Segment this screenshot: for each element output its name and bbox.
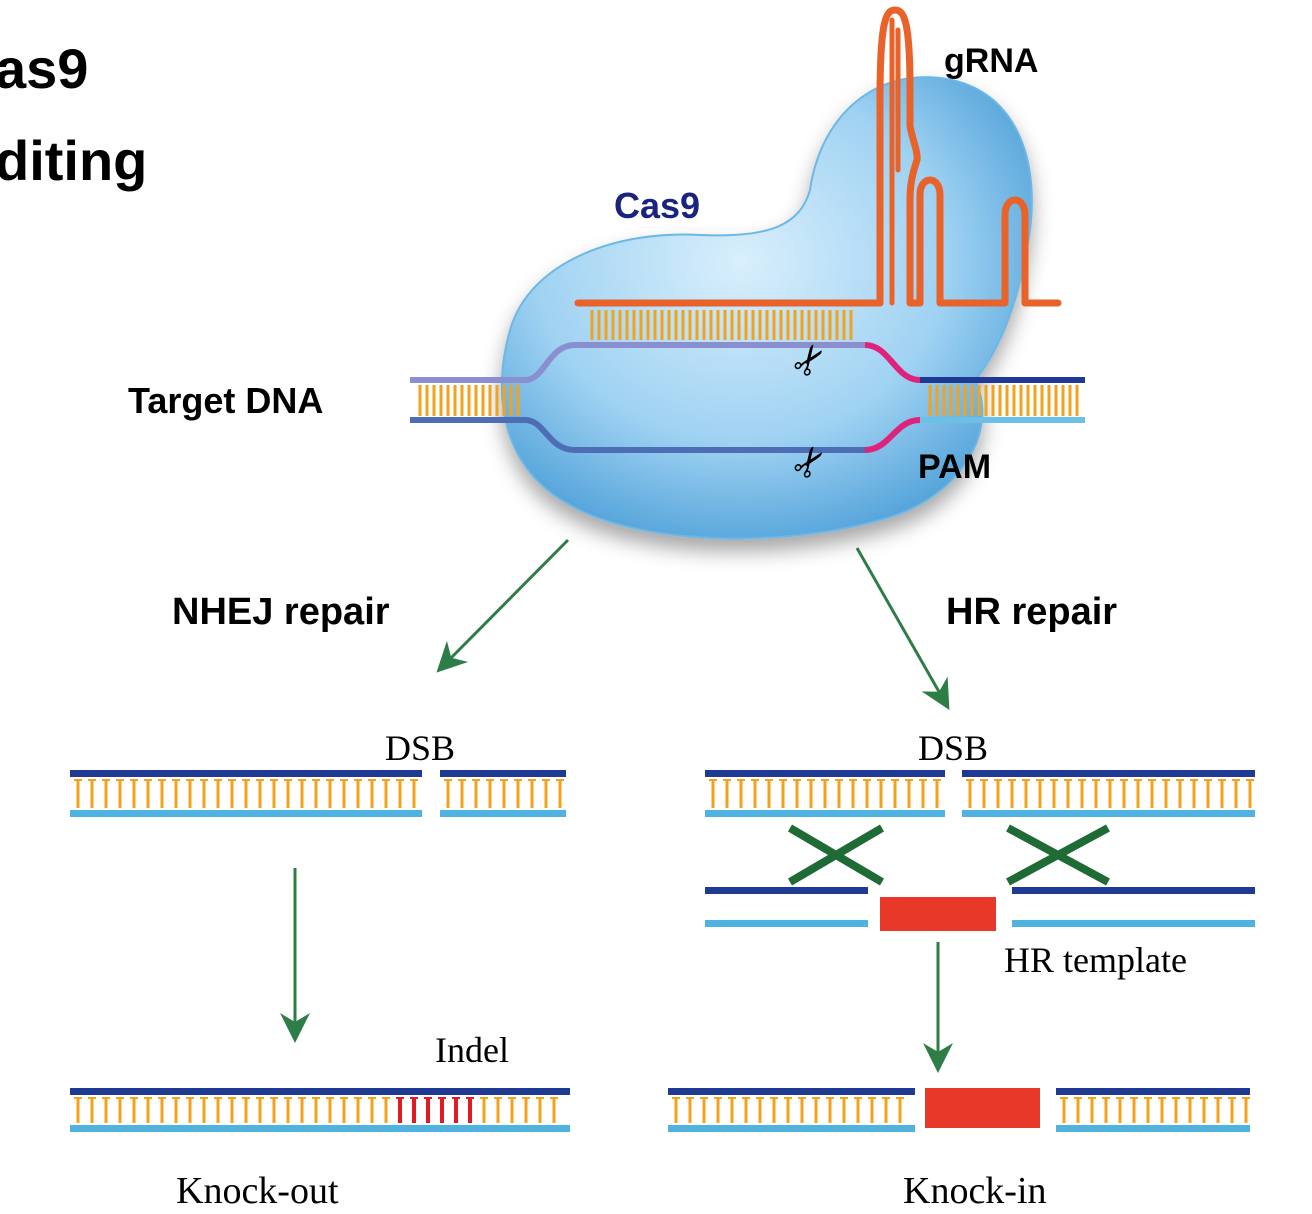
strand-top <box>70 770 422 777</box>
strand-top <box>1056 1088 1250 1095</box>
crossover-mark-left <box>787 824 885 886</box>
strand-bottom <box>705 920 868 927</box>
strand-top <box>1012 887 1255 894</box>
crossover-mark-right <box>1006 824 1110 886</box>
knock-in-right-segment <box>1056 1088 1250 1132</box>
hr-template-insert <box>880 897 996 931</box>
nhej-dsb-left-segment <box>70 770 422 817</box>
knock-out-strand <box>70 1088 570 1132</box>
strand-bottom <box>440 810 566 817</box>
hr-dsb-right-segment <box>962 770 1255 817</box>
strand-top <box>440 770 566 777</box>
strand-top <box>668 1088 915 1095</box>
strand-top <box>705 887 868 894</box>
hr-template-right <box>1012 887 1255 927</box>
strand-bottom <box>668 1125 915 1132</box>
knock-in-left-segment <box>668 1088 915 1132</box>
strand-top <box>705 770 945 777</box>
strand-bottom <box>70 810 422 817</box>
strand-bottom <box>962 810 1255 817</box>
strand-top <box>962 770 1255 777</box>
knock-in-label: Knock-in <box>903 1170 1047 1212</box>
strand-bottom <box>705 810 945 817</box>
target-dna <box>410 342 1085 453</box>
hr-repair-label: HR repair <box>946 591 1117 633</box>
knock-out-label: Knock-out <box>176 1170 339 1212</box>
title-line-2: diting <box>0 129 147 192</box>
nhej-repair-label: NHEJ repair <box>172 591 390 633</box>
hr-template-label: HR template <box>1004 940 1187 980</box>
grna-label: gRNA <box>944 42 1038 80</box>
strand-bottom <box>1056 1125 1250 1132</box>
dsb-label-left: DSB <box>385 728 455 768</box>
hr-template-left <box>705 887 868 927</box>
grna-strand <box>574 6 1062 307</box>
cas9-label: Cas9 <box>614 185 700 226</box>
title-line-1: as9 <box>0 37 88 100</box>
pam-label: PAM <box>918 448 991 486</box>
nhej-dsb-right-segment <box>440 770 566 817</box>
knock-in-insert <box>925 1088 1040 1128</box>
strand-top <box>70 1088 570 1095</box>
indel-label: Indel <box>435 1030 509 1070</box>
strand-bottom <box>1012 920 1255 927</box>
arrow-to-hr <box>855 547 950 711</box>
arrow-to-nhej <box>436 538 570 673</box>
dna-segments <box>70 770 1255 1132</box>
dsb-label-right: DSB <box>918 728 988 768</box>
target-dna-label: Target DNA <box>128 380 323 421</box>
target-dna-rungs <box>418 385 1079 416</box>
hr-dsb-left-segment <box>705 770 945 817</box>
strand-bottom <box>70 1125 570 1132</box>
grna-pairing-rungs <box>590 310 853 340</box>
